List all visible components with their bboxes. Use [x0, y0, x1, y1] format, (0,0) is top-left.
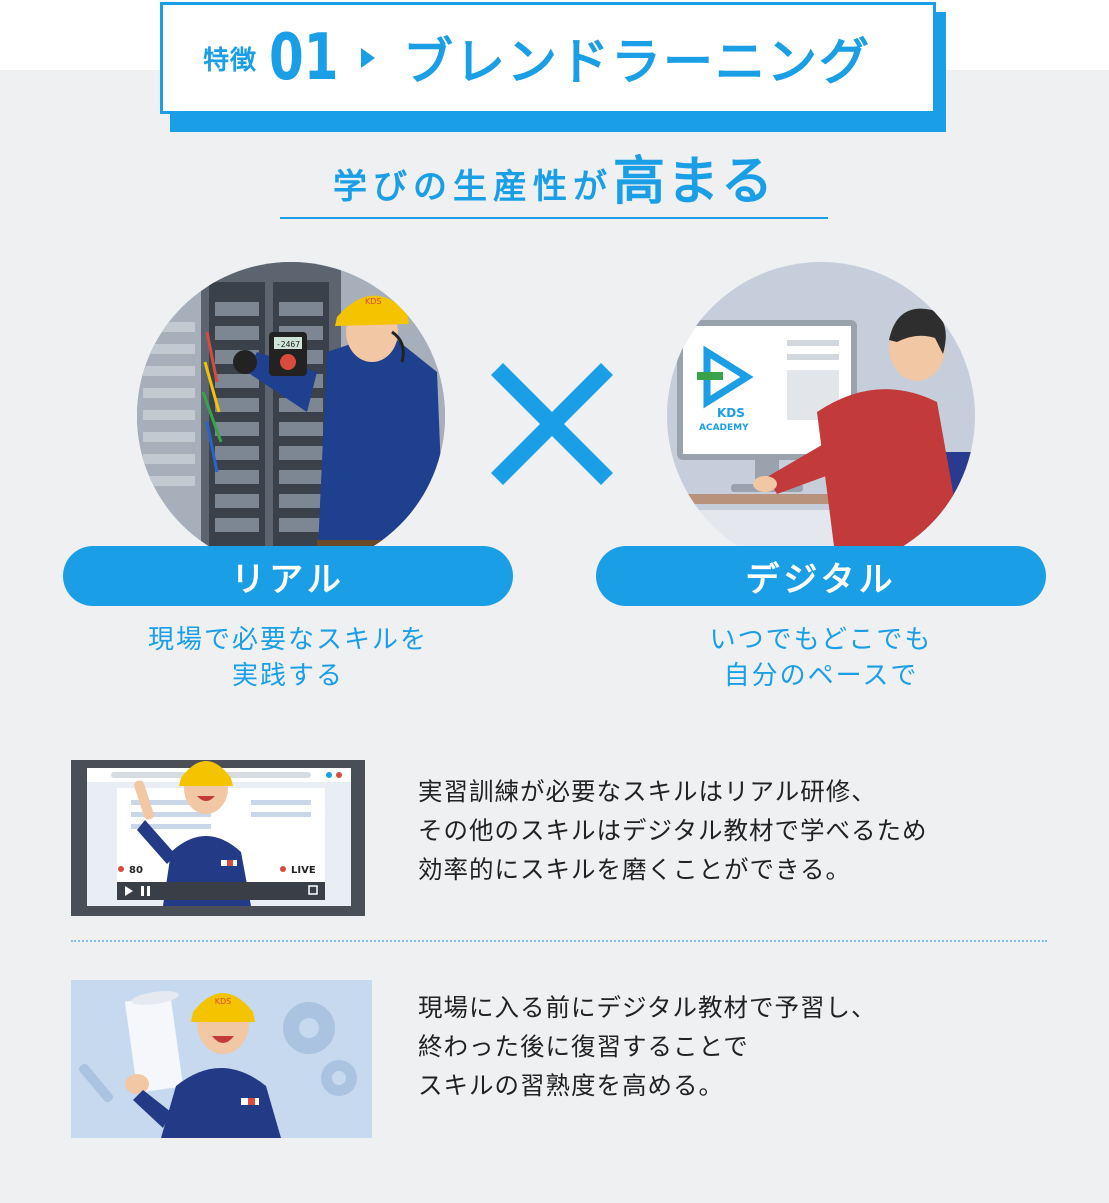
digital-learning-illustration: KDS ACADEMY: [667, 262, 975, 570]
helmet-brand: KDS: [365, 297, 381, 306]
triangle-right-icon: [361, 48, 376, 68]
section-divider: [71, 940, 1047, 942]
headline-underline: [280, 217, 828, 219]
viewer-count: 80: [129, 865, 143, 876]
digital-description-line2: 自分のペースで: [723, 661, 919, 691]
preview-review-line2: 終わった後に復習することで: [418, 1032, 749, 1061]
live-lesson-thumbnail: 80 LIVE: [71, 760, 365, 916]
feature-title: ブレンドラーニング: [403, 33, 872, 91]
preview-review-line3: スキルの習熟度を高める。: [418, 1071, 724, 1100]
real-label: リアル: [63, 546, 513, 606]
digital-description-line1: いつでもどこでも: [709, 625, 933, 655]
headline-emphasis: 高まる: [612, 152, 775, 212]
digital-description: いつでもどこでも 自分のペースで: [596, 622, 1046, 694]
blended-benefit-line3: 効率的にスキルを磨くことができる。: [418, 855, 852, 884]
blended-benefit-line2: その他のスキルはデジタル教材で学べるため: [418, 816, 928, 845]
blended-benefit-line1: 実習訓練が必要なスキルはリアル研修、: [418, 777, 877, 806]
monitor-brand-line1: KDS: [717, 406, 745, 420]
meter-reading: -2467: [276, 340, 300, 349]
real-description: 現場で必要なスキルを 実践する: [63, 622, 513, 694]
live-indicator: LIVE: [291, 865, 316, 876]
real-description-line2: 実践する: [231, 661, 344, 691]
worker-with-document-image: KDS: [71, 980, 372, 1138]
multiply-icon: [490, 362, 614, 486]
headline: 学びの生産性が 高まる: [280, 150, 828, 214]
study-review-thumbnail: KDS: [71, 980, 372, 1138]
feature-badge: 特徴 01 ブレンドラーニング: [160, 2, 936, 114]
real-description-line1: 現場で必要なスキルを: [147, 625, 428, 655]
feature-label: 特徴: [203, 45, 258, 76]
monitor-brand-line2: ACADEMY: [699, 423, 749, 433]
preview-review-line1: 現場に入る前にデジタル教材で予習し、: [418, 993, 877, 1022]
video-player-image: 80 LIVE: [71, 760, 365, 916]
real-training-illustration: -2467 KDS: [137, 262, 445, 570]
learner-at-computer-image: KDS ACADEMY: [667, 262, 975, 570]
electrician-at-panel-image: -2467 KDS: [137, 262, 445, 570]
preview-review-text: 現場に入る前にデジタル教材で予習し、 終わった後に復習することで スキルの習熟度…: [418, 988, 877, 1105]
helmet-brand-2: KDS: [215, 997, 231, 1006]
blended-benefit-text: 実習訓練が必要なスキルはリアル研修、 その他のスキルはデジタル教材で学べるため …: [418, 772, 928, 889]
digital-label: デジタル: [596, 546, 1046, 606]
headline-lead: 学びの生産性が: [332, 167, 613, 207]
feature-number: 01: [269, 21, 339, 95]
